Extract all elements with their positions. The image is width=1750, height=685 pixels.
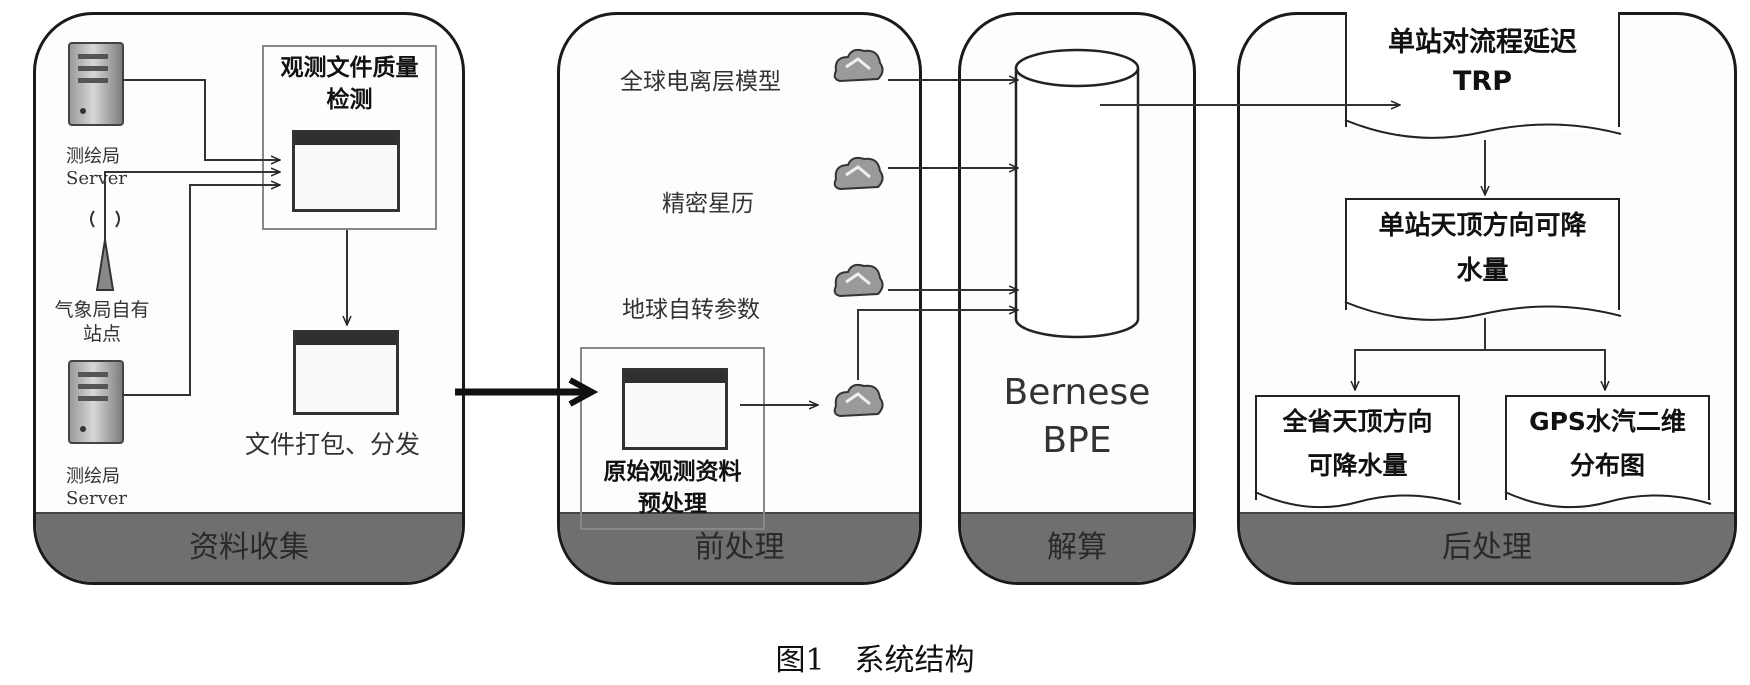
- server1-name: 测绘局: [66, 146, 120, 167]
- server-icon: [68, 42, 124, 126]
- engine-label-line2: BPE: [1042, 420, 1112, 461]
- earth-rotation-label: 地球自转参数: [622, 297, 760, 323]
- document-icon: [1344, 119, 1622, 139]
- trp-line1: 单站对流程延迟: [1388, 27, 1577, 58]
- document-icon: [1504, 491, 1712, 509]
- pwv-line1: 单站天顶方向可降: [1378, 211, 1587, 241]
- province-line2: 可降水量: [1307, 451, 1408, 480]
- gps-line1: GPS水汽二维: [1529, 407, 1686, 436]
- raw-preprocess-label: 原始观测资料预处理: [603, 458, 742, 517]
- raw-preprocess-frame: [580, 347, 765, 530]
- cloud-icon: [833, 383, 884, 418]
- engine-label-line1: Bernese: [1003, 372, 1151, 413]
- document-trp: [1345, 12, 1620, 127]
- server-icon: [68, 360, 124, 444]
- window-icon: [293, 330, 399, 415]
- document-pwv: [1345, 198, 1620, 310]
- panel-footer-collection: 资料收集: [36, 512, 462, 582]
- trp-line2: TRP: [1453, 66, 1512, 97]
- figure-caption: 图1 系统结构: [775, 643, 975, 678]
- gps-line2: 分布图: [1569, 451, 1645, 480]
- precise-ephemeris-label: 精密星历: [662, 191, 754, 217]
- panel-footer-postprocess: 后处理: [1240, 512, 1734, 582]
- document-icon: [1344, 301, 1622, 321]
- pwv-line2: 水量: [1456, 256, 1509, 286]
- antenna-icon: [90, 210, 120, 291]
- cloud-icon: [833, 156, 884, 191]
- quality-check-label: 观测文件质量检测: [280, 54, 419, 113]
- document-icon: [1254, 491, 1462, 509]
- server1-sub: Server: [66, 168, 128, 189]
- pack-distribute-label: 文件打包、分发: [245, 430, 421, 459]
- cloud-icon: [833, 263, 884, 298]
- server2-sub: Server: [66, 488, 128, 509]
- quality-check-frame: [262, 45, 437, 230]
- document-gps: [1505, 395, 1710, 500]
- province-line1: 全省天顶方向: [1282, 407, 1433, 436]
- panel-footer-solve: 解算: [961, 512, 1193, 582]
- ion-model-label: 全球电离层模型: [620, 69, 781, 95]
- cylinder-icon: [1014, 48, 1140, 339]
- document-province: [1255, 395, 1460, 500]
- panel-footer-preprocess: 前处理: [560, 512, 919, 582]
- panel-preprocess: 前处理: [557, 12, 922, 585]
- cloud-icon: [833, 48, 884, 83]
- window-icon: [292, 130, 400, 212]
- window-icon: [622, 368, 728, 450]
- weather-station-label: 气象局自有站点: [54, 299, 150, 345]
- server2-name: 测绘局: [66, 466, 120, 487]
